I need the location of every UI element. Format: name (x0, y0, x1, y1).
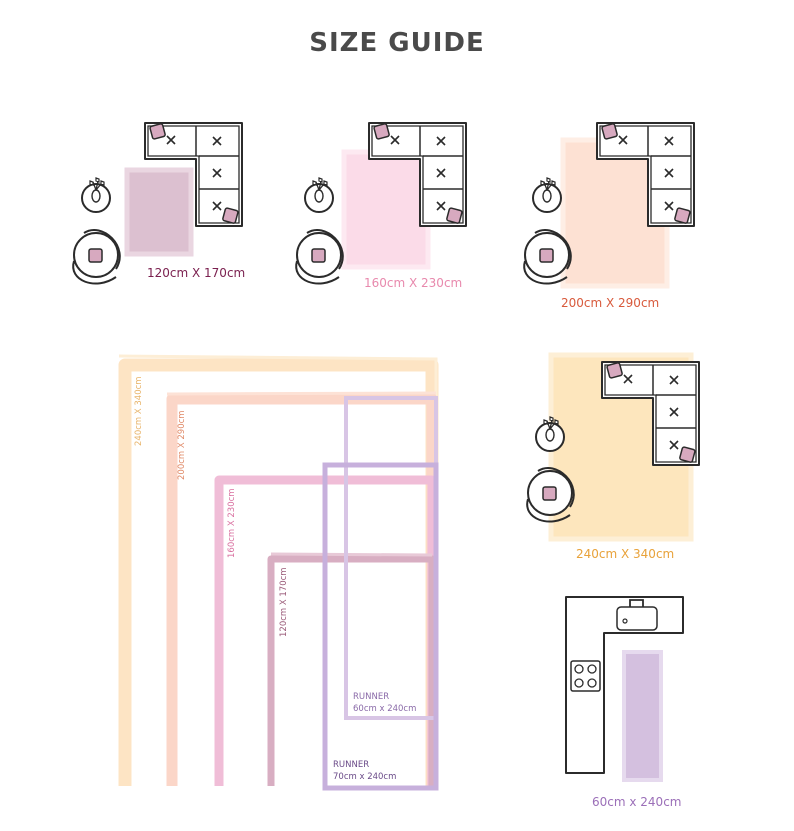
size-comparison (118, 354, 439, 791)
rug-120x170 (124, 167, 194, 257)
outline-label-120x170: 120cm X 170cm (279, 567, 289, 637)
layout-160x230: 160cm X 230cm (295, 122, 467, 290)
runner-60x240 (622, 650, 663, 782)
runner-label-title: RUNNER (353, 692, 389, 702)
outline-200x290 (166, 393, 438, 786)
vase-table-icon (81, 177, 111, 213)
runner-label-title: RUNNER (333, 760, 369, 770)
armchair-icon (72, 228, 121, 285)
outline-label-200x290: 200cm X 290cm (177, 410, 187, 480)
vase-table-icon (532, 177, 562, 213)
layout-240x340: 240cm X 340cm (526, 352, 700, 561)
stovetop-icon (570, 660, 601, 692)
runner-label-size: 70cm x 240cm (333, 772, 396, 782)
armchair-icon (295, 228, 344, 285)
layout-runner-60x240: 60cm x 240cm (565, 596, 684, 809)
outline-label-240x340: 240cm X 340cm (134, 376, 144, 446)
label-120x170: 120cm X 170cm (147, 266, 245, 280)
runner-label-size: 60cm x 240cm (353, 704, 416, 714)
sink-icon (616, 599, 658, 631)
outline-runner-70x240 (322, 462, 439, 791)
label-240x340: 240cm X 340cm (576, 547, 674, 561)
kitchen-counter-icon (565, 596, 684, 774)
label-160x230: 160cm X 230cm (364, 276, 462, 290)
layout-200x290: 200cm X 290cm (523, 122, 695, 310)
page-title: SIZE GUIDE (309, 28, 485, 58)
label-runner-60x240: 60cm x 240cm (592, 795, 681, 809)
label-200x290: 200cm X 290cm (561, 296, 659, 310)
vase-table-icon (304, 177, 334, 213)
outline-120x170 (267, 555, 436, 786)
outline-label-160x230: 160cm X 230cm (227, 488, 237, 558)
layout-120x170: 120cm X 170cm (72, 122, 245, 285)
rug-160x230 (341, 149, 431, 270)
